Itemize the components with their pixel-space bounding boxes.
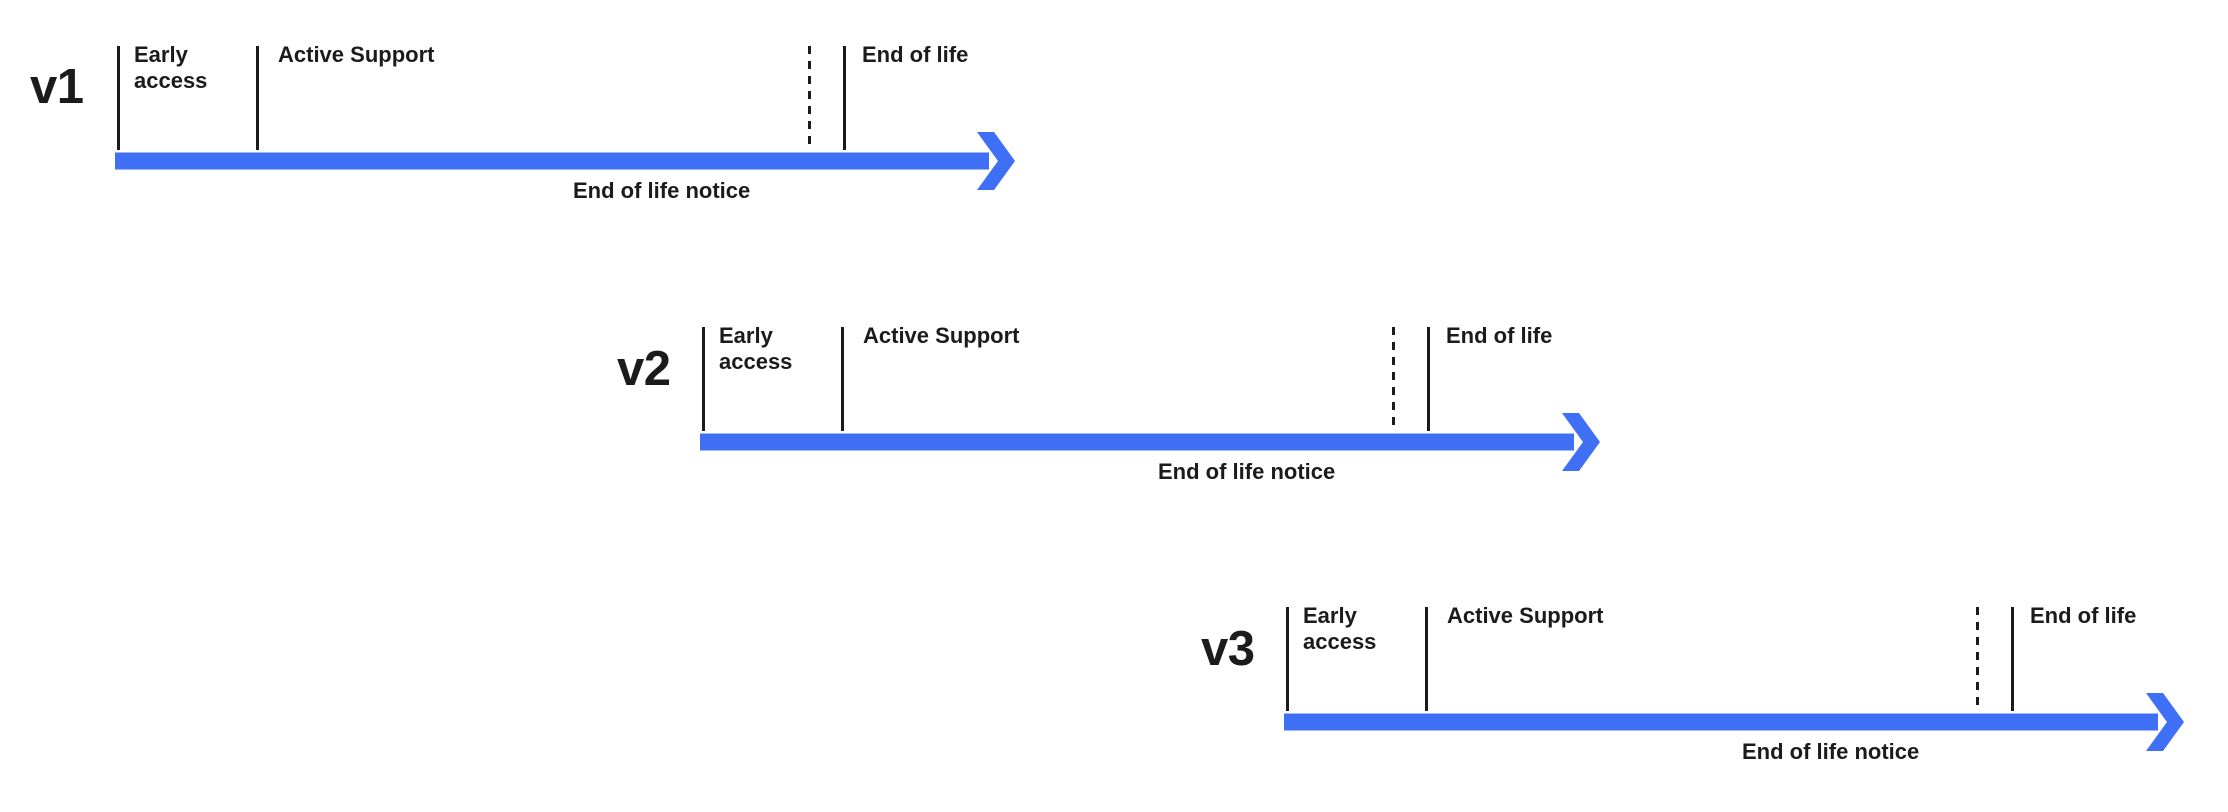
phase-label-end-of-life-v1: End of life: [862, 42, 969, 67]
phase-label-end-of-life-v3: End of life: [2030, 603, 2137, 628]
phase-divider-start-v2: [702, 327, 705, 431]
phase-divider-start-v1: [117, 46, 120, 150]
timeline-arrow-v1: [115, 131, 1015, 190]
phase-label-active-support-v2: Active Support: [863, 323, 1020, 348]
timeline-shaft: [700, 433, 1574, 450]
phase-divider-active-support-v1: [256, 46, 259, 150]
phase-divider-active-support-v3: [1425, 607, 1428, 711]
arrowhead-icon: [1562, 412, 1600, 471]
version-label-v2: v2: [617, 342, 671, 396]
phase-label-active-support-v1: Active Support: [278, 42, 435, 67]
arrowhead-icon: [2146, 692, 2184, 751]
phase-label-active-support-v3: Active Support: [1447, 603, 1604, 628]
phase-divider-start-v3: [1286, 607, 1289, 711]
phase-label-end-of-life-v2: End of life: [1446, 323, 1553, 348]
phase-divider-end-of-life-v3: [2011, 607, 2014, 711]
end-of-life-notice-label-v1: End of life notice: [573, 178, 751, 203]
end-of-life-notice-divider-v1: [808, 46, 811, 150]
phase-label-early-access-v3: Early access: [1303, 603, 1377, 654]
timeline-arrow-v3: [1284, 692, 2184, 751]
phase-label-early-access-v1: Early access: [134, 42, 208, 93]
timeline-shaft: [115, 152, 989, 169]
end-of-life-notice-divider-v2: [1392, 327, 1395, 431]
phase-divider-active-support-v2: [841, 327, 844, 431]
version-label-v3: v3: [1201, 622, 1255, 676]
phase-divider-end-of-life-v2: [1427, 327, 1430, 431]
arrowhead-icon: [977, 131, 1015, 190]
version-label-v1: v1: [30, 60, 84, 114]
end-of-life-notice-divider-v3: [1976, 607, 1979, 711]
timeline-shaft: [1284, 713, 2158, 730]
phase-label-early-access-v2: Early access: [719, 323, 793, 374]
end-of-life-notice-label-v2: End of life notice: [1158, 459, 1336, 484]
end-of-life-notice-label-v3: End of life notice: [1742, 739, 1920, 764]
phase-divider-end-of-life-v1: [843, 46, 846, 150]
timeline-arrow-v2: [700, 412, 1600, 471]
